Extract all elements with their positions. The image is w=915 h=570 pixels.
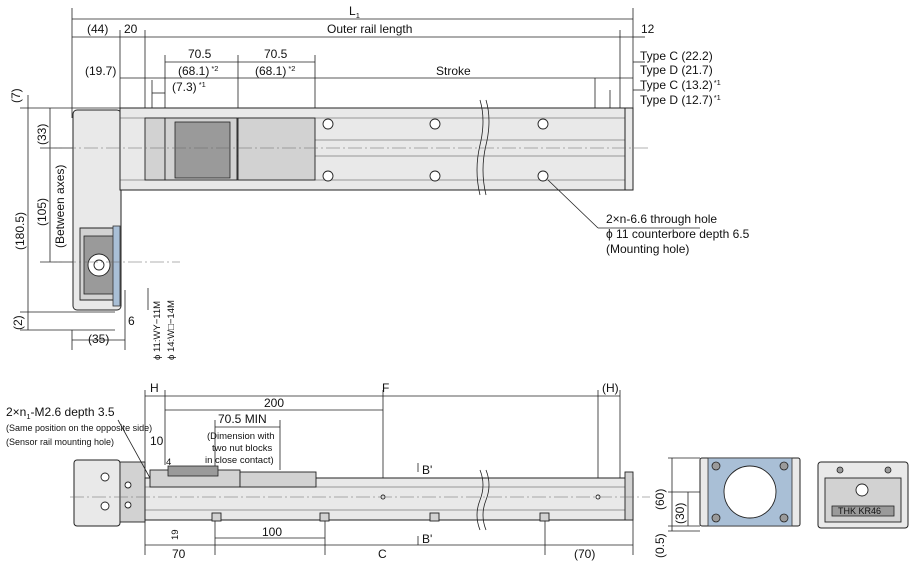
dim-0-5: (0.5) xyxy=(653,533,667,558)
note-sensor-rail: (Sensor rail mounting hole) xyxy=(6,437,114,447)
section-view: THK KR46 (60) (30) (0.5) xyxy=(653,457,909,558)
section-logo: THK KR46 xyxy=(838,506,881,516)
dim-70-5-b: 70.5 xyxy=(264,47,288,61)
label-phi14: ϕ 14:W□−14M xyxy=(166,300,177,360)
dim-between-axes: (Between axes) xyxy=(53,165,67,248)
dim-7: (7) xyxy=(9,88,23,103)
dim-stroke: Stroke xyxy=(436,64,471,78)
note-sensor-holes: 2×n1-M2.6 depth 3.5 xyxy=(6,405,115,421)
side-view: H F (H) 200 2×n1-M2.6 depth 3.5 (Same po… xyxy=(6,381,650,561)
section-mark-bottom: B' xyxy=(422,532,432,546)
top-view: L1 (44) 20 Outer rail length 12 70.5 70.… xyxy=(9,4,750,360)
dim-4: 4 xyxy=(166,457,171,468)
dim-h: H xyxy=(150,381,159,395)
note-dimension-with: (Dimension with xyxy=(207,431,275,442)
dim-70: 70 xyxy=(172,547,186,561)
dim-200: 200 xyxy=(264,396,284,410)
dim-f: F xyxy=(382,381,389,395)
dim-70-5-min: 70.5 MIN xyxy=(218,412,267,426)
dim-35: (35) xyxy=(88,332,109,346)
type-d-21-7: Type D (21.7) xyxy=(640,63,713,77)
dim-180-5: (180.5) xyxy=(13,212,27,250)
dim-19-7: (19.7) xyxy=(85,64,116,78)
dim-68-1-b: (68.1)*2 xyxy=(255,64,295,78)
dim-60: (60) xyxy=(653,489,667,510)
dim-6: 6 xyxy=(128,314,135,328)
dim-70-5-a: 70.5 xyxy=(188,47,212,61)
dim-12: 12 xyxy=(641,22,655,36)
dim-105: (105) xyxy=(35,198,49,226)
dim-h-paren: (H) xyxy=(602,381,619,395)
note-mounting-hole: (Mounting hole) xyxy=(606,242,689,256)
dim-19: 19 xyxy=(170,529,181,540)
dim-30: (30) xyxy=(673,503,687,524)
note-counterbore: ϕ 11 counterbore depth 6.5 xyxy=(606,227,750,241)
dim-44: (44) xyxy=(87,22,108,36)
dim-2: (2) xyxy=(11,315,25,330)
label-phi11: ϕ 11:WY−11M xyxy=(152,301,163,360)
dim-l1: L1 xyxy=(349,4,360,20)
section-mark-top: B' xyxy=(422,463,432,477)
type-c-13-2: Type C (13.2)*1 xyxy=(640,78,721,92)
note-close-contact: in close contact) xyxy=(205,455,274,466)
dim-100: 100 xyxy=(262,525,282,539)
note-two-nut-blocks: two nut blocks xyxy=(212,443,272,454)
dim-68-1-a: (68.1)*2 xyxy=(178,64,218,78)
dim-10: 10 xyxy=(150,434,164,448)
type-d-12-7: Type D (12.7)*1 xyxy=(640,93,721,107)
dim-33: (33) xyxy=(35,124,49,145)
note-through-hole: 2×n-6.6 through hole xyxy=(606,212,717,226)
dim-70-paren: (70) xyxy=(574,547,595,561)
dim-7-3: (7.3)*1 xyxy=(172,80,206,94)
note-opposite-side: (Same position on the opposite side) xyxy=(6,423,152,433)
dim-outer-rail-length: Outer rail length xyxy=(327,22,412,36)
dim-20: 20 xyxy=(124,22,138,36)
dim-c: C xyxy=(378,547,387,561)
type-c-22-2: Type C (22.2) xyxy=(640,49,713,63)
